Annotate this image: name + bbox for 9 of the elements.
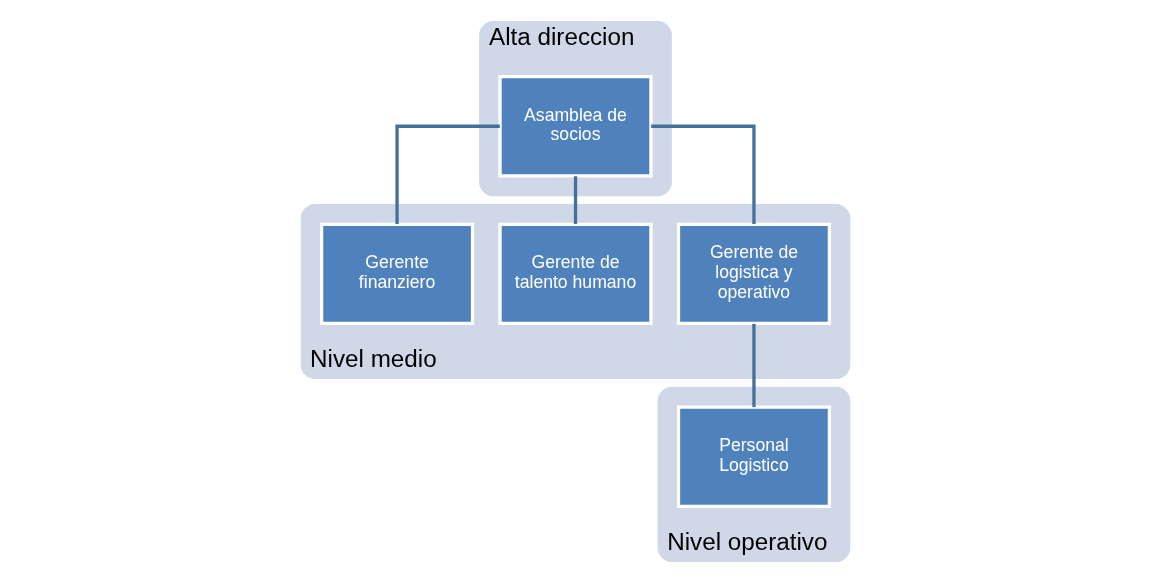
node-box: Gerente finanziero xyxy=(319,222,475,326)
connector xyxy=(395,124,500,224)
node-box: Asamblea de socios xyxy=(498,75,653,178)
node-box: Personal Logistico xyxy=(676,405,832,508)
node-box: Gerente de talento humano xyxy=(498,222,653,326)
connector xyxy=(573,176,578,224)
connector xyxy=(651,124,756,224)
connector xyxy=(752,323,756,408)
node-box: Gerente de logistica y operativo xyxy=(676,222,832,326)
